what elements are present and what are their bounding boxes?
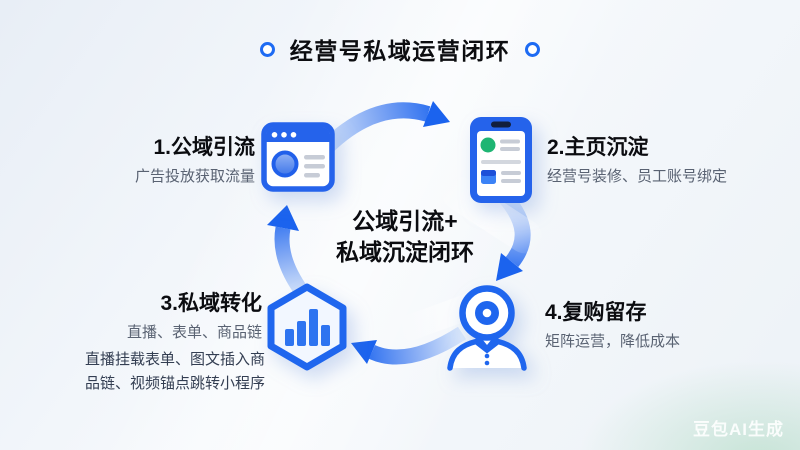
node-title: 4.复购留存	[545, 301, 647, 324]
page-title: 经营号私域运营闭环	[289, 38, 511, 64]
ring-bullet-icon	[259, 41, 275, 57]
node-private-conversion: 3.私域转化 直播、表单、商品链 直播挂载表单、图文插入商品链、视频锚点跳转小程…	[82, 291, 265, 396]
node-desc: 广告投放获取流量	[134, 168, 255, 186]
node-desc: 矩阵运营，降低成本	[545, 333, 681, 351]
node-desc: 经营号装修、员工账号绑定	[547, 168, 728, 186]
arrow-top-icon	[316, 101, 450, 158]
center-loop-label: 公域引流+ 私域沉淀闭环	[295, 206, 515, 268]
node-title: 3.私域转化	[160, 292, 262, 315]
phone-profile-icon	[467, 114, 535, 206]
center-loop-line1: 公域引流+	[352, 208, 458, 234]
node-desc: 直播、表单、商品链	[126, 324, 262, 342]
node-repurchase: 4.复购留存 矩阵运营，降低成本	[545, 300, 680, 352]
node-title: 1.公域引流	[153, 136, 255, 159]
page-title-row: 经营号私域运营闭环	[0, 32, 800, 66]
node-title: 2.主页沉淀	[547, 136, 649, 159]
browser-window-icon	[260, 121, 336, 193]
hexagon-bar-chart-icon	[264, 282, 350, 372]
node-homepage: 2.主页沉淀 经营号装修、员工账号绑定	[547, 135, 727, 187]
node-public-traffic: 1.公域引流 广告投放获取流量	[135, 135, 255, 187]
ring-bullet-icon	[525, 41, 541, 57]
camera-person-icon	[443, 283, 531, 371]
node-detail: 直播挂载表单、图文插入商品链、视频锚点跳转小程序	[84, 350, 265, 392]
watermark: 豆包AI生成	[693, 420, 784, 439]
center-loop-line2: 私域沉淀闭环	[336, 238, 474, 265]
